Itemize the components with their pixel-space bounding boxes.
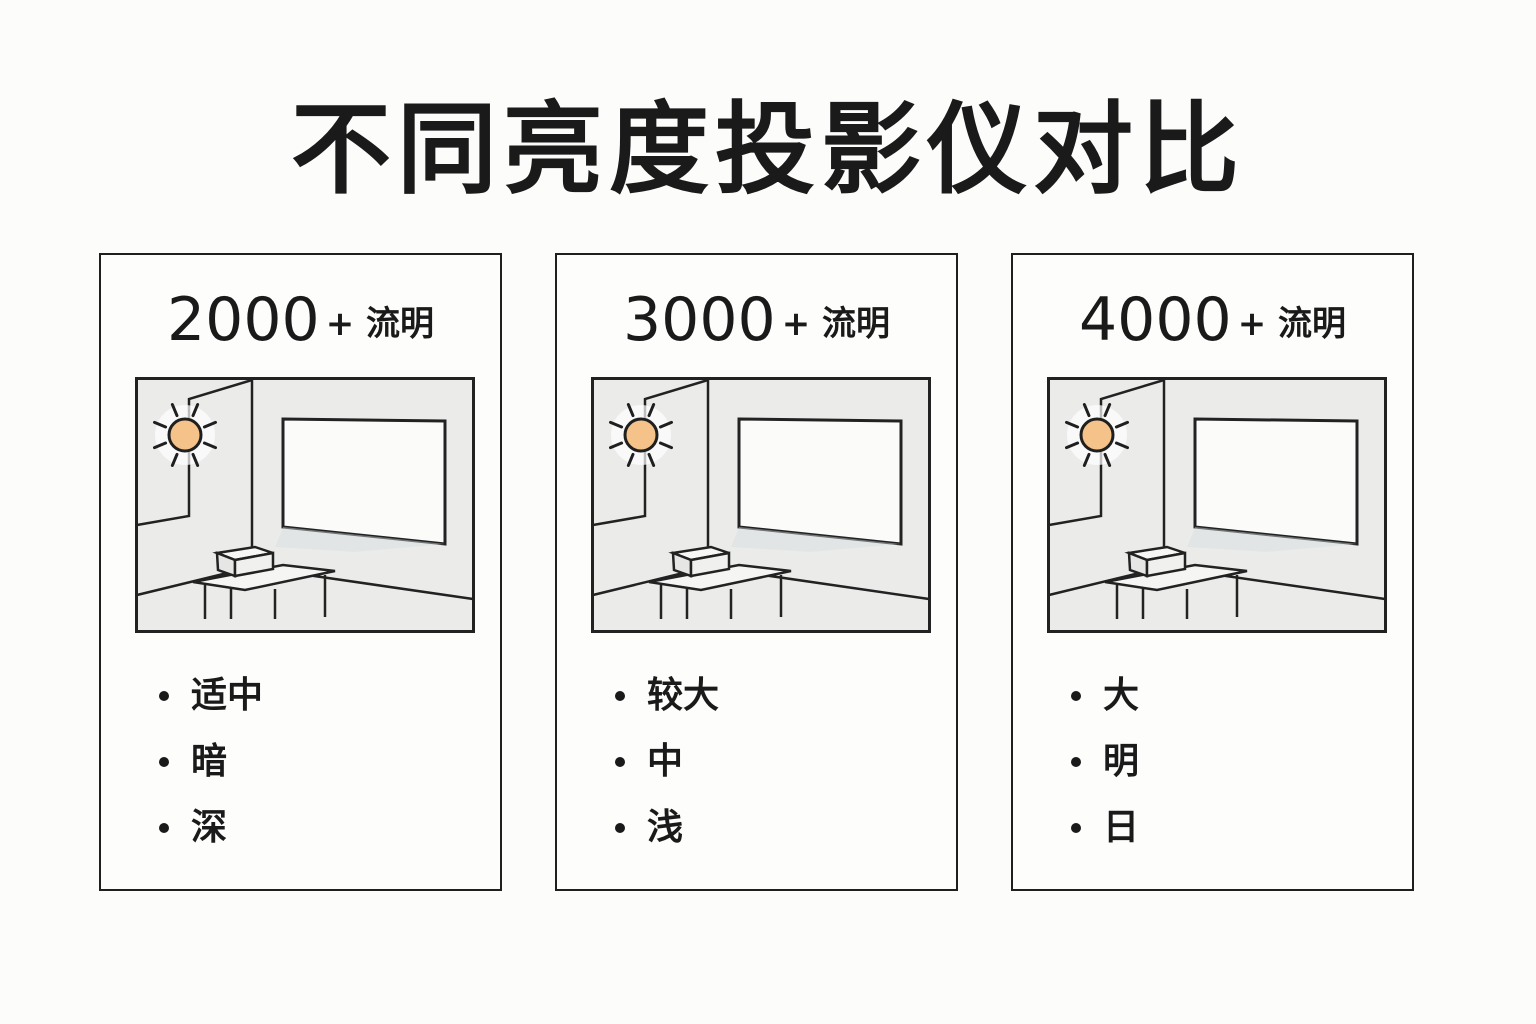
sun-ray: [1103, 452, 1112, 467]
sun-ray: [658, 420, 673, 429]
card-heading: 3000+ 流明: [557, 285, 956, 355]
projector-side: [233, 551, 275, 578]
room-illustration: [135, 377, 475, 633]
list-item: 明: [1071, 739, 1139, 783]
light-beam: [1187, 527, 1357, 552]
sun-icon: [167, 417, 203, 453]
projection-screen: [281, 417, 447, 546]
card-3000-lumens: 3000+ 流明 较大 中 浅: [555, 253, 958, 891]
sun-ray: [1114, 420, 1129, 429]
feature-list: 较大 中 浅: [615, 673, 719, 871]
room-illustration: [591, 377, 931, 633]
sun-ray: [1103, 403, 1112, 418]
card-2000-lumens: 2000+ 流明 适中 暗 深: [99, 253, 502, 891]
bullet-icon: [1071, 757, 1081, 767]
lumens-value: 2000: [166, 285, 320, 355]
lumens-value: 4000: [1078, 285, 1232, 355]
card-heading: 2000+ 流明: [101, 285, 500, 355]
bullet-icon: [159, 757, 169, 767]
sun-ray: [153, 420, 168, 429]
list-item: 适中: [159, 673, 263, 717]
lumens-value: 3000: [622, 285, 776, 355]
sun-ray: [1082, 452, 1091, 467]
sun-ray: [202, 441, 217, 450]
sun-ray: [1114, 441, 1129, 450]
sun-ray: [1082, 403, 1091, 418]
projection-screen: [1193, 417, 1359, 546]
list-item: 浅: [615, 805, 719, 849]
sun-ray: [202, 420, 217, 429]
bullet-icon: [159, 823, 169, 833]
sun-ray: [658, 441, 673, 450]
bullet-icon: [1071, 691, 1081, 701]
lumens-unit: + 流明: [1237, 303, 1347, 344]
projection-screen: [737, 417, 903, 546]
feature-list: 适中 暗 深: [159, 673, 263, 871]
list-item: 深: [159, 805, 263, 849]
sun-ray: [1065, 441, 1080, 450]
card-4000-lumens: 4000+ 流明 大 明 日: [1011, 253, 1414, 891]
lumens-unit: + 流明: [781, 303, 891, 344]
sun-ray: [1065, 420, 1080, 429]
card-heading: 4000+ 流明: [1013, 285, 1412, 355]
sun-ray: [609, 420, 624, 429]
sun-ray: [170, 403, 179, 418]
sun-ray: [191, 403, 200, 418]
bullet-icon: [159, 691, 169, 701]
bullet-icon: [615, 691, 625, 701]
list-item: 中: [615, 739, 719, 783]
sun-ray: [191, 452, 200, 467]
room-illustration: [1047, 377, 1387, 633]
projector-side: [1145, 551, 1187, 578]
page-title: 不同亮度投影仪对比: [291, 91, 1245, 208]
light-beam: [275, 527, 445, 552]
projector-side: [689, 551, 731, 578]
sun-icon: [1079, 417, 1115, 453]
sun-ray: [153, 441, 168, 450]
sun-ray: [626, 452, 635, 467]
bullet-icon: [615, 757, 625, 767]
sun-icon: [623, 417, 659, 453]
sun-ray: [647, 452, 656, 467]
lumens-unit: + 流明: [325, 303, 435, 344]
bullet-icon: [1071, 823, 1081, 833]
sun-ray: [626, 403, 635, 418]
sun-ray: [170, 452, 179, 467]
sun-ray: [609, 441, 624, 450]
sun-ray: [647, 403, 656, 418]
light-beam: [731, 527, 901, 552]
list-item: 暗: [159, 739, 263, 783]
bullet-icon: [615, 823, 625, 833]
list-item: 日: [1071, 805, 1139, 849]
list-item: 大: [1071, 673, 1139, 717]
list-item: 较大: [615, 673, 719, 717]
feature-list: 大 明 日: [1071, 673, 1139, 871]
